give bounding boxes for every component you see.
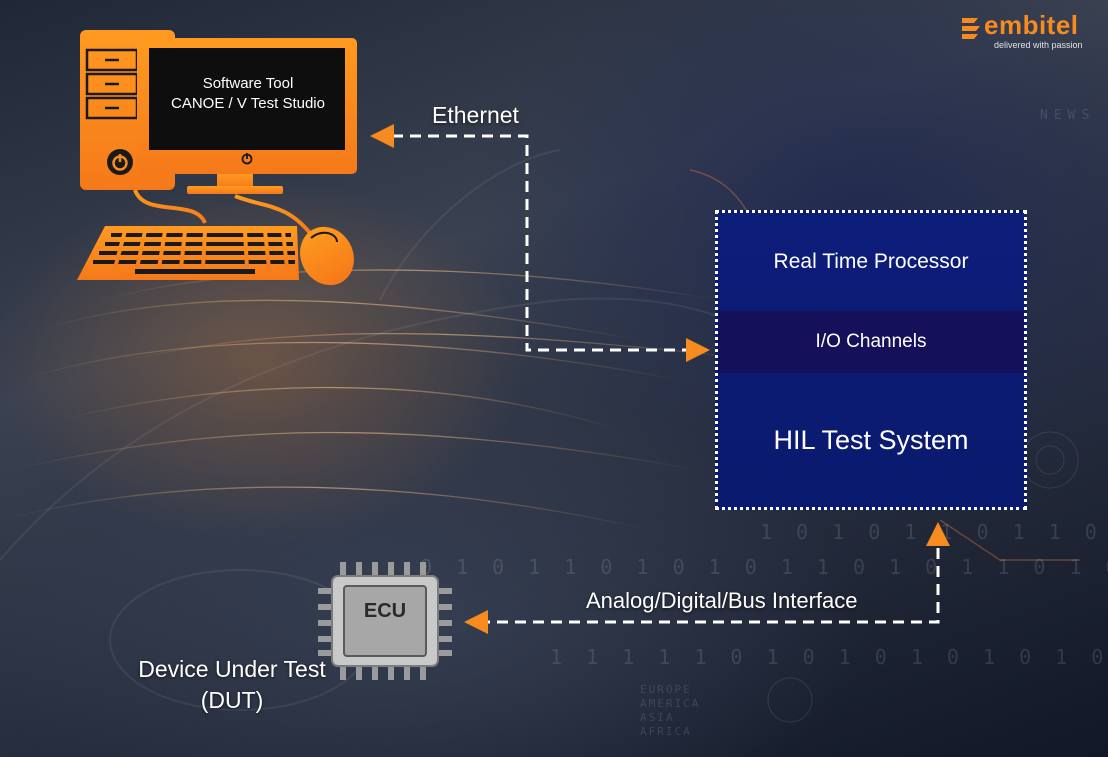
- light-streaks: [0, 269, 761, 531]
- embitel-logo: embitel delivered with passion: [960, 10, 1100, 50]
- binary-text-row2: 1 1 1 1 1 0 1 0 1 0 1 0 1 0 1 0 1 1 0 1 …: [550, 645, 1108, 669]
- real-time-processor-band: Real Time Processor: [718, 213, 1024, 311]
- canoe-label: CANOE / V Test Studio: [171, 95, 325, 112]
- io-channels-band: I/O Channels: [718, 311, 1024, 373]
- europe-text: EUROPE: [640, 683, 692, 696]
- hil-test-system-label: HIL Test System: [773, 424, 969, 455]
- ecu-chip-icon: [318, 562, 452, 680]
- binary-text-row1: 0 1 0 1 1 0 1 0 1 0 1 1 0 1 0 1 1 0 1 0 …: [420, 555, 1108, 579]
- arrow-icon-to-ecu: [464, 610, 488, 634]
- arrow-icon-to-computer: [370, 124, 394, 148]
- ethernet-line: [392, 134, 688, 352]
- monitor-screen-text: Software Tool CANOE / V Test Studio: [150, 74, 346, 114]
- africa-text: AFRICA: [640, 725, 692, 738]
- hil-test-system-box: Real Time Processor I/O Channels HIL Tes…: [715, 210, 1027, 510]
- io-channels-label: I/O Channels: [815, 331, 927, 352]
- dut-caption-line2: (DUT): [200, 687, 264, 713]
- arrow-icon-to-hil-bottom: [926, 522, 950, 546]
- logo-tagline: delivered with passion: [994, 40, 1083, 50]
- logo-mark-icon: [962, 18, 980, 39]
- interface-label: Analog/Digital/Bus Interface: [586, 588, 858, 613]
- ecu-chip-label: ECU: [363, 600, 407, 622]
- computer-illustration: [77, 30, 357, 286]
- interface-line: [488, 548, 940, 624]
- power-icon: [107, 149, 133, 175]
- asia-text: ASIA: [640, 711, 675, 724]
- logo-name: embitel: [984, 10, 1079, 40]
- arrow-icon-to-hil: [686, 338, 710, 362]
- mouse-icon: [300, 226, 354, 286]
- monitor-power-icon: [241, 153, 253, 165]
- software-tool-label: Software Tool: [202, 75, 294, 92]
- dut-caption: Device Under Test (DUT): [112, 654, 352, 716]
- keyboard-icon: [77, 226, 299, 280]
- real-time-processor-label: Real Time Processor: [773, 250, 969, 273]
- ethernet-label: Ethernet: [432, 102, 519, 128]
- news-text: NEWS: [1040, 108, 1096, 123]
- america-text: AMERICA: [640, 697, 701, 710]
- monitor-icon: [137, 38, 357, 194]
- hil-test-system-band: HIL Test System: [718, 373, 1024, 507]
- dut-caption-line1: Device Under Test: [138, 656, 326, 682]
